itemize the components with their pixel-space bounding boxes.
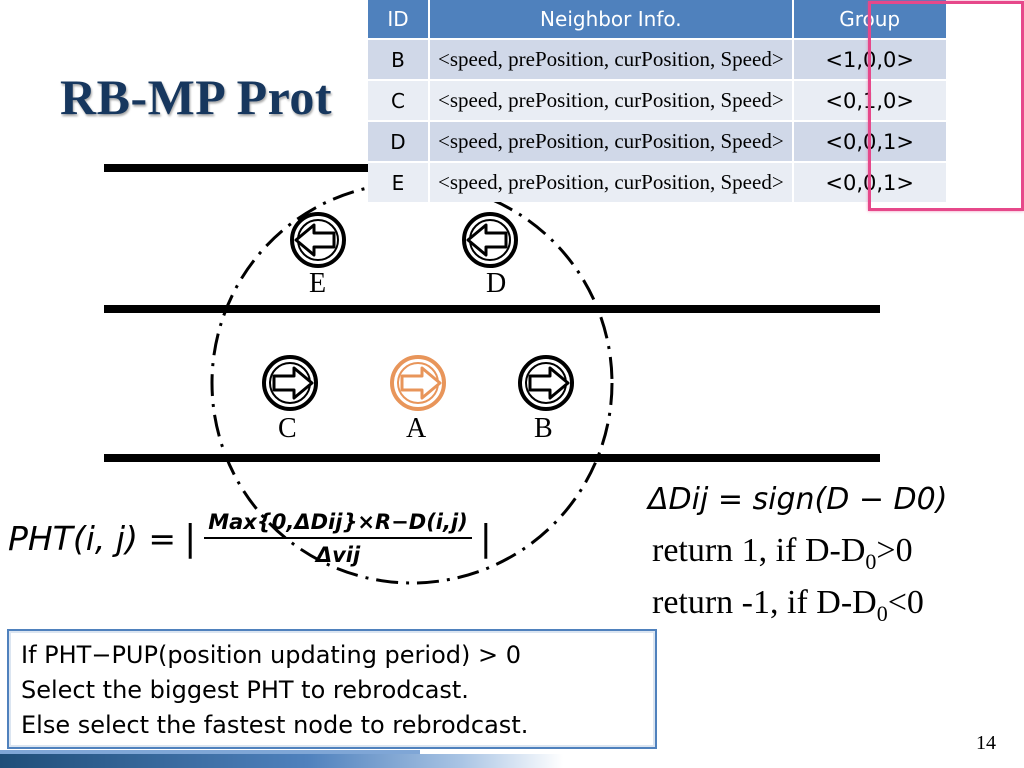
cell-group: <0,0,1> bbox=[792, 161, 948, 202]
cell-id: C bbox=[368, 79, 430, 121]
return-negative-line: return -1, if D-D0<0 bbox=[652, 584, 924, 627]
vehicle-node-a bbox=[390, 355, 446, 411]
table-row: C <speed, prePosition, curPosition, Spee… bbox=[368, 79, 948, 121]
return-positive-prefix: return 1, if D-D bbox=[652, 532, 866, 569]
table-row: D <speed, prePosition, curPosition, Spee… bbox=[368, 120, 948, 162]
cell-id: E bbox=[368, 161, 430, 202]
neighbor-table: ID Neighbor Info. Group B <speed, prePos… bbox=[368, 0, 948, 202]
vehicle-node-c bbox=[262, 355, 318, 411]
vehicle-nodes bbox=[262, 212, 574, 411]
rule-line-1: If PHT−PUP(position updating period) > 0 bbox=[21, 641, 522, 669]
cell-group: <1,0,0> bbox=[792, 38, 948, 80]
node-label-a: A bbox=[406, 413, 427, 444]
page-number: 14 bbox=[976, 732, 996, 754]
arrow-left-icon bbox=[466, 223, 508, 257]
return-positive-sub: 0 bbox=[865, 548, 877, 574]
table-row: E <speed, prePosition, curPosition, Spee… bbox=[368, 161, 948, 202]
return-negative-sub: 0 bbox=[876, 600, 888, 626]
delta-d-formula: ΔDij = sign(D − D0) bbox=[648, 482, 948, 517]
return-negative-prefix: return -1, if D-D bbox=[652, 584, 877, 621]
slide-title: RB-MP Prot bbox=[60, 69, 333, 125]
node-label-e: E bbox=[309, 268, 326, 299]
table-header-row: ID Neighbor Info. Group bbox=[368, 0, 948, 39]
pht-denominator: Δvij bbox=[315, 543, 361, 567]
abs-bar-left: | bbox=[184, 518, 197, 559]
node-label-d: D bbox=[486, 268, 506, 299]
cell-id: D bbox=[368, 120, 430, 162]
abs-bar-right: | bbox=[479, 518, 492, 559]
header-group: Group bbox=[792, 0, 948, 39]
arrow-left-icon bbox=[294, 223, 336, 257]
cell-neighbor-info: <speed, prePosition, curPosition, Speed> bbox=[429, 38, 794, 80]
transmission-range-circle bbox=[210, 181, 614, 585]
rebroadcast-rule-box: If PHT−PUP(position updating period) > 0… bbox=[7, 629, 657, 749]
node-label-c: C bbox=[278, 413, 297, 444]
return-positive-line: return 1, if D-D0>0 bbox=[652, 532, 913, 575]
vehicle-node-b bbox=[518, 355, 574, 411]
header-id: ID bbox=[368, 0, 430, 39]
cell-neighbor-info: <speed, prePosition, curPosition, Speed> bbox=[429, 120, 794, 162]
pht-numerator: Max{0,ΔDij}×R−D(i,j) bbox=[204, 510, 472, 539]
arrow-right-icon bbox=[272, 366, 314, 400]
pht-formula: PHT(i, j) = | Max{0,ΔDij}×R−D(i,j) Δvij … bbox=[8, 510, 500, 567]
cell-neighbor-info: <speed, prePosition, curPosition, Speed> bbox=[429, 79, 794, 121]
return-negative-suffix: <0 bbox=[887, 584, 924, 621]
arrow-right-icon bbox=[528, 366, 570, 400]
cell-id: B bbox=[368, 38, 430, 80]
rule-line-3: Else select the fastest node to rebrodca… bbox=[21, 711, 529, 739]
cell-neighbor-info: <speed, prePosition, curPosition, Speed> bbox=[429, 161, 794, 202]
cell-group: <0,0,1> bbox=[792, 120, 948, 162]
cell-group: <0,1,0> bbox=[792, 79, 948, 121]
pht-fraction: Max{0,ΔDij}×R−D(i,j) Δvij bbox=[204, 510, 472, 567]
arrow-right-icon bbox=[400, 366, 442, 400]
table-row: B <speed, prePosition, curPosition, Spee… bbox=[368, 38, 948, 80]
rule-line-2: Select the biggest PHT to rebrodcast. bbox=[21, 676, 469, 704]
header-neighbor-info: Neighbor Info. bbox=[429, 0, 794, 39]
vehicle-node-e bbox=[290, 212, 346, 268]
return-positive-suffix: >0 bbox=[876, 532, 913, 569]
footer-band bbox=[0, 754, 1024, 768]
pht-lhs: PHT(i, j) = bbox=[8, 519, 177, 558]
footer-stripe bbox=[0, 750, 420, 754]
vehicle-node-d bbox=[462, 212, 518, 268]
node-label-b: B bbox=[534, 413, 553, 444]
